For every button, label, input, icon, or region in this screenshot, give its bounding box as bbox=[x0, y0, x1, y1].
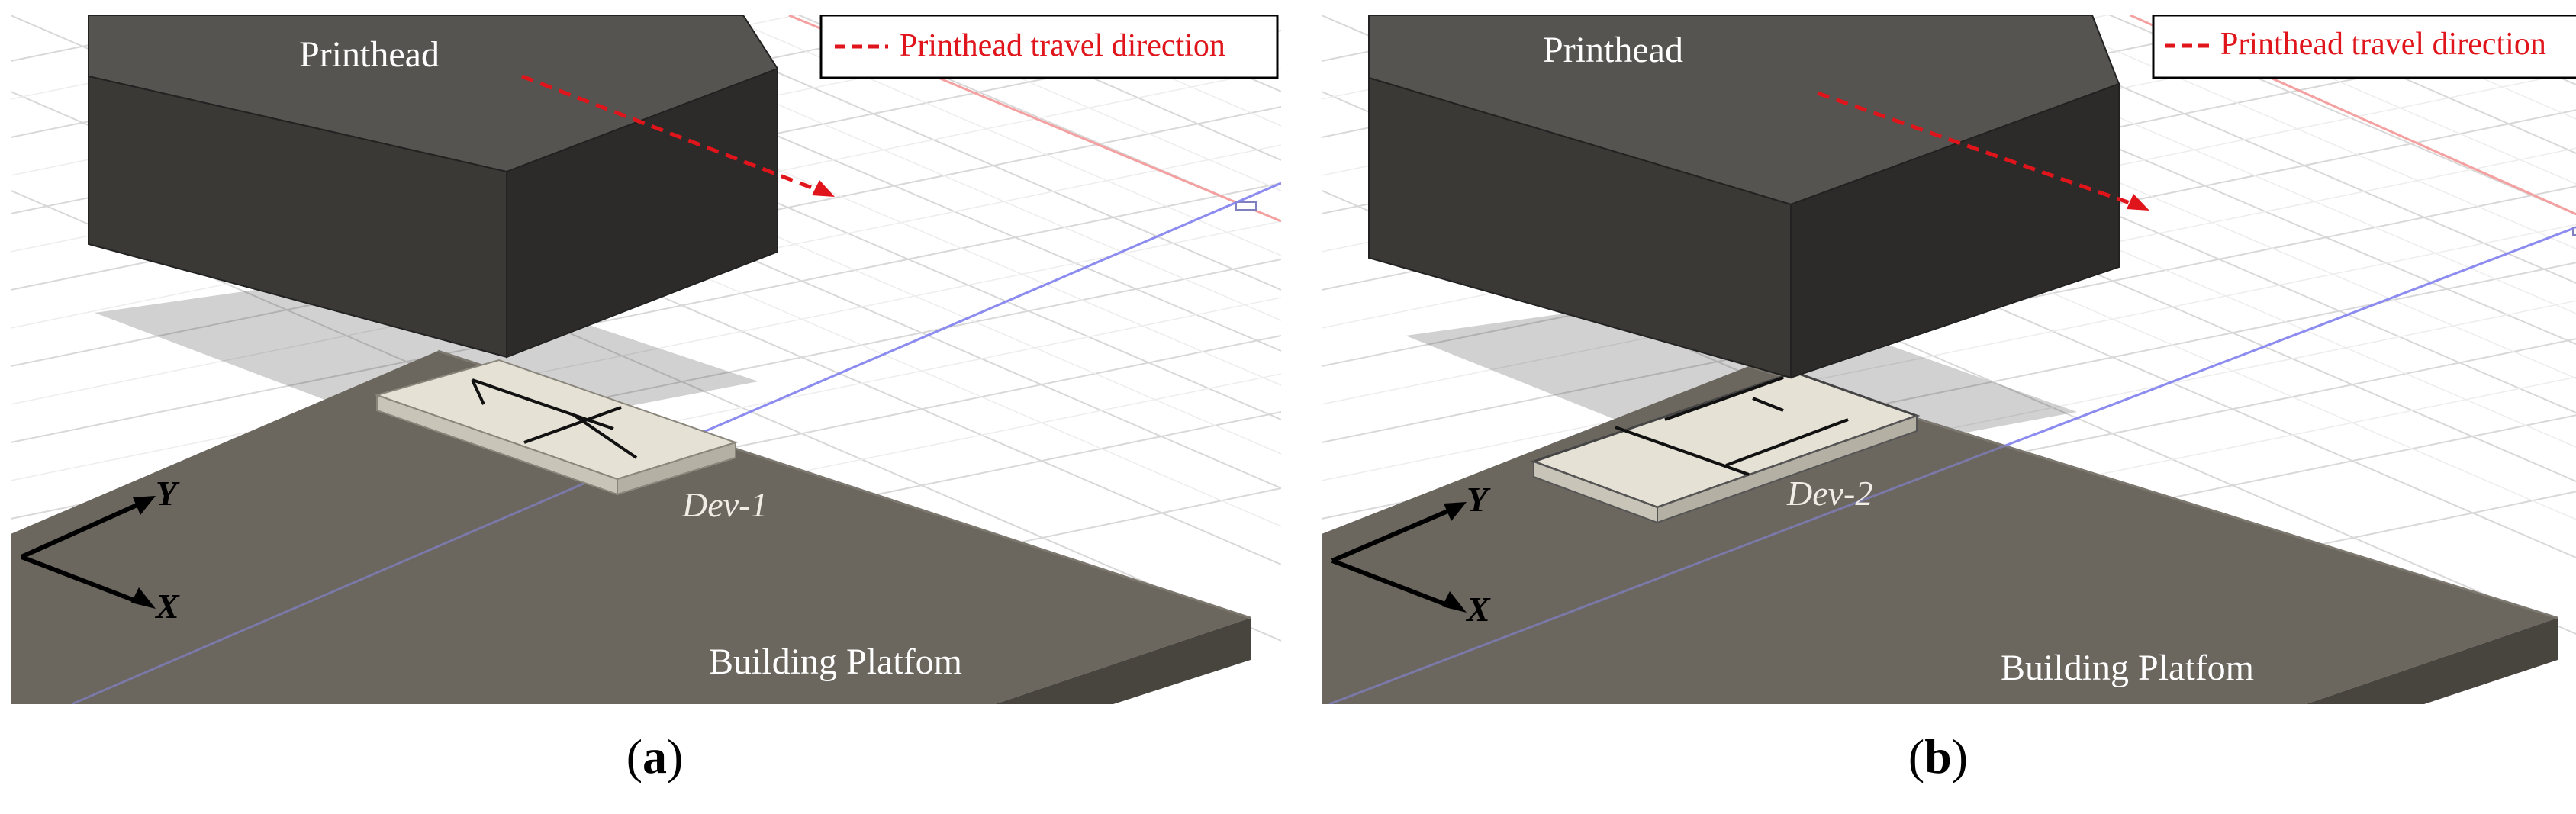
xy-axes-icon bbox=[1331, 502, 1467, 613]
legend-box bbox=[2152, 15, 2576, 79]
origin-marker bbox=[2572, 227, 2576, 236]
panel-a: Printhead Printhead travel direction Dev… bbox=[11, 15, 1281, 704]
printhead-label: Printhead bbox=[1543, 30, 1683, 70]
travel-arrow-head bbox=[812, 180, 835, 197]
building-platform-top bbox=[11, 351, 1251, 704]
building-platform-side bbox=[2306, 618, 2558, 704]
caption-letter-b: b bbox=[1924, 729, 1952, 783]
scene-b bbox=[1322, 15, 2576, 704]
printhead-label: Printhead bbox=[299, 34, 440, 75]
device-label: Dev-2 bbox=[1787, 474, 1873, 513]
printhead-side bbox=[1790, 82, 2120, 379]
legend-text: Printhead travel direction bbox=[900, 28, 1225, 63]
device-electrode-pattern bbox=[471, 378, 638, 459]
caption-b: (b) bbox=[1908, 729, 1969, 783]
origin-marker bbox=[1235, 201, 1257, 211]
xy-axes-icon bbox=[20, 496, 156, 609]
panel-b: Printhead Printhead travel direction Dev… bbox=[1322, 15, 2576, 704]
scene-a bbox=[11, 15, 1281, 704]
axis-x-label: X bbox=[156, 587, 179, 626]
building-platform-side bbox=[995, 618, 1251, 704]
travel-arrow-head bbox=[2127, 194, 2149, 211]
legend-text: Printhead travel direction bbox=[2220, 27, 2546, 62]
travel-direction-arrow bbox=[521, 74, 820, 193]
caption-a: (a) bbox=[626, 729, 684, 783]
device-side bbox=[617, 441, 736, 496]
printhead-side bbox=[506, 67, 778, 359]
legend-box bbox=[819, 15, 1279, 79]
caption-letter-a: a bbox=[642, 729, 667, 783]
axis-y-label: Y bbox=[1467, 480, 1489, 519]
axis-x-label: X bbox=[1467, 590, 1490, 629]
device-side bbox=[1657, 414, 1918, 524]
travel-direction-arrow bbox=[1817, 91, 2135, 207]
device-label: Dev-1 bbox=[682, 485, 768, 524]
axis-y-label: Y bbox=[156, 474, 178, 513]
device-electrode-pattern bbox=[1615, 376, 1849, 476]
platform-label: Building Platfom bbox=[2001, 648, 2255, 688]
platform-label: Building Platfom bbox=[709, 642, 963, 682]
